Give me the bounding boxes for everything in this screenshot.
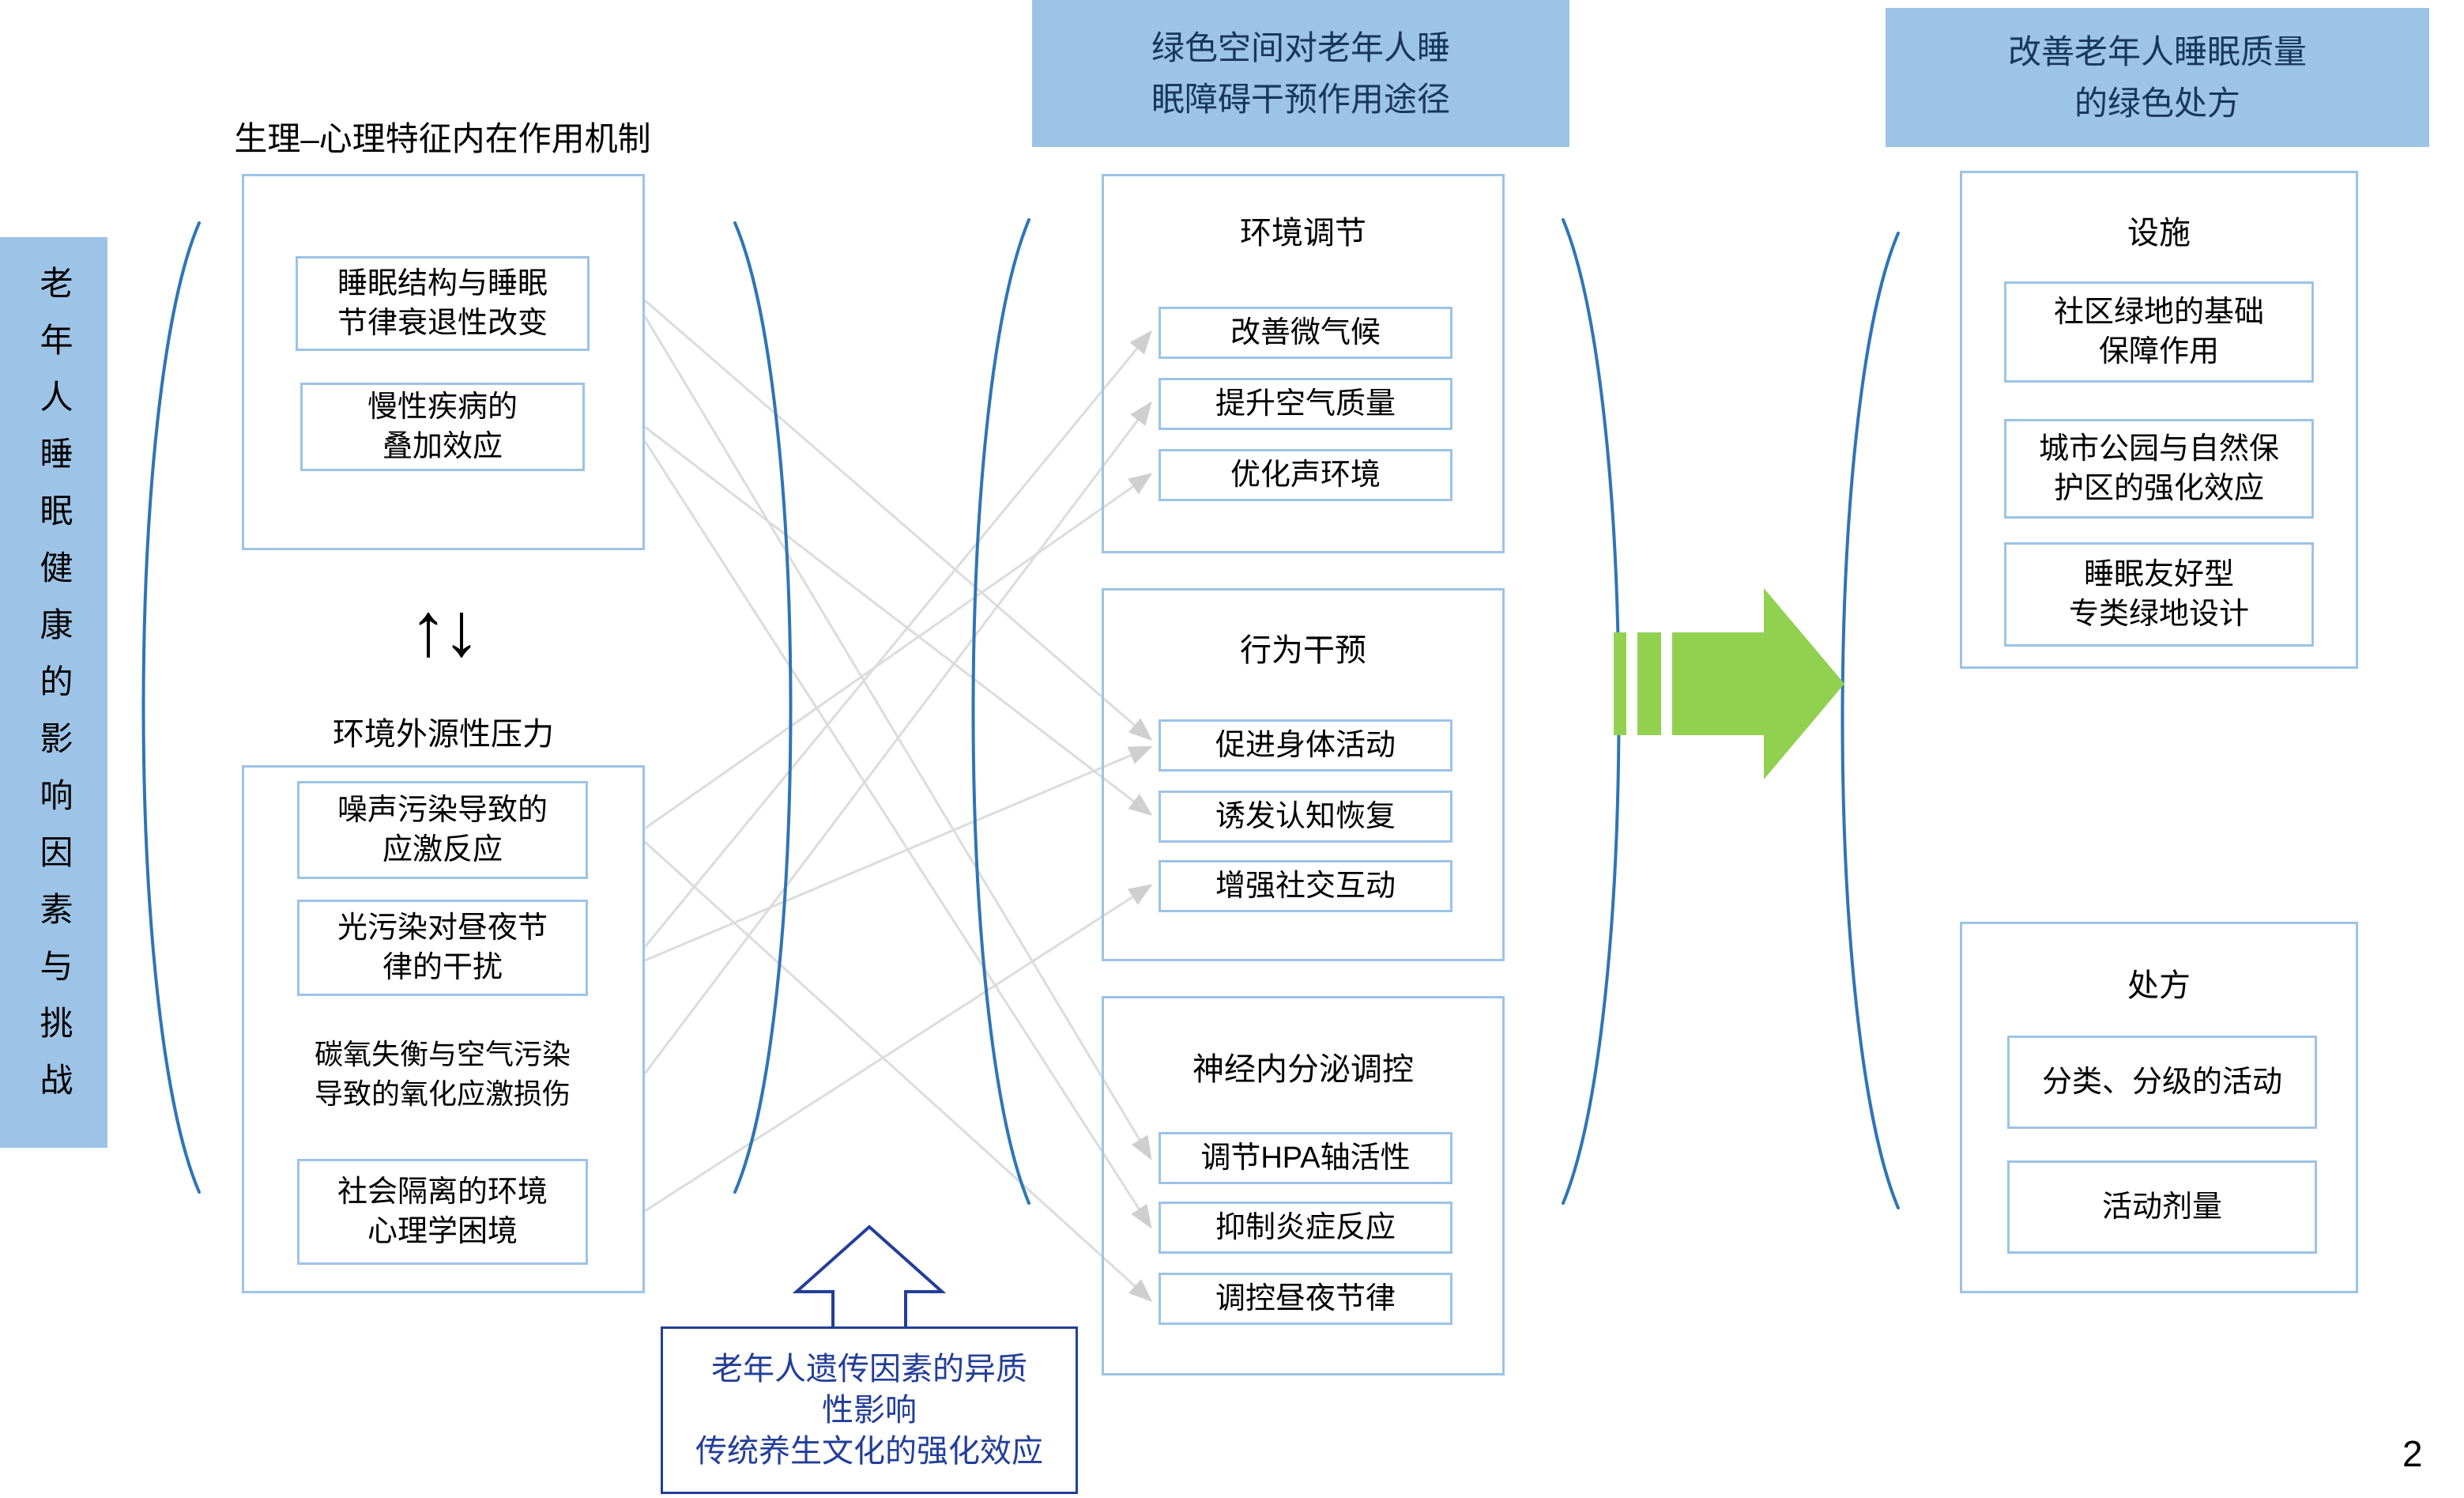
sleep-friendly-design-item: 睡眠友好型 专类绿地设计	[2004, 542, 2314, 647]
noise-pollution-item: 噪声污染导致的 应激反应	[297, 781, 588, 879]
community-green-item: 社区绿地的基础 保障作用	[2004, 281, 2314, 383]
physio-psych-box	[242, 174, 645, 550]
social-interaction-item: 增强社交互动	[1159, 860, 1452, 912]
middle-brace-open	[971, 218, 1030, 1205]
right-header: 改善老年人睡眠质量 的绿色处方	[1886, 8, 2429, 147]
social-isolation-item: 社会隔离的环境 心理学困境	[297, 1159, 588, 1265]
microclimate-item: 改善微气候	[1159, 307, 1452, 359]
middle-brace-close	[1562, 218, 1621, 1205]
behavior-intervention-title: 行为干预	[1240, 633, 1366, 668]
left-vertical-bar: 老年人睡眠健康的影响因素与挑战	[0, 237, 107, 1148]
inflammation-item: 抑制炎症反应	[1159, 1202, 1452, 1254]
left-vertical-bar-label: 老年人睡眠健康的影响因素与挑战	[36, 266, 73, 1119]
page-number: 2	[2402, 1433, 2423, 1474]
hpa-axis-item: 调节HPA轴活性	[1159, 1132, 1452, 1184]
facilities-group	[1960, 171, 2358, 669]
chronic-disease-item: 慢性疾病的 叠加效应	[300, 383, 585, 471]
connector-lines	[643, 299, 1153, 1303]
external-stress-title: 环境外源性压力	[333, 717, 554, 752]
left-brace-open	[141, 221, 201, 1194]
physio-psych-title: 生理–心理特征内在作用机制	[234, 120, 651, 157]
env-regulation-title: 环境调节	[1240, 216, 1366, 251]
left-brace-close	[733, 221, 793, 1194]
prescription-group	[1960, 922, 2358, 1293]
genetic-factors-note: 老年人遗传因素的异质 性影响 传统养生文化的强化效应	[661, 1326, 1078, 1494]
air-quality-item: 提升空气质量	[1159, 378, 1452, 430]
right-brace-open	[1840, 232, 1900, 1209]
bidirectional-arrows: ↑↓	[409, 587, 480, 672]
activity-dosage-item: 活动剂量	[2007, 1160, 2317, 1254]
green-striped-right-arrow	[1614, 588, 1844, 779]
facilities-title: 设施	[2127, 216, 2191, 251]
carbon-oxygen-item: 碳氧失衡与空气污染 导致的氧化应激损伤	[314, 1037, 571, 1110]
light-pollution-item: 光污染对昼夜节 律的干扰	[297, 900, 588, 996]
cognitive-recovery-item: 诱发认知恢复	[1159, 791, 1452, 843]
prescription-title: 处方	[2127, 968, 2191, 1003]
middle-header: 绿色空间对老年人睡 眠障碍干预作用途径	[1032, 0, 1569, 147]
env-regulation-group	[1102, 174, 1505, 553]
behavior-intervention-group	[1102, 588, 1505, 961]
external-stress-box	[242, 765, 645, 1293]
neuroendocrine-group	[1102, 996, 1505, 1375]
sleep-structure-item: 睡眠结构与睡眠 节律衰退性改变	[296, 256, 590, 351]
urban-park-item: 城市公园与自然保 护区的强化效应	[2004, 419, 2314, 519]
classified-activities-item: 分类、分级的活动	[2007, 1036, 2317, 1129]
circadian-item: 调控昼夜节律	[1159, 1273, 1452, 1325]
physical-activity-item: 促进身体活动	[1159, 719, 1452, 772]
neuroendocrine-title: 神经内分泌调控	[1192, 1052, 1414, 1087]
genetic-up-arrow	[792, 1224, 947, 1333]
acoustic-env-item: 优化声环境	[1159, 449, 1452, 501]
